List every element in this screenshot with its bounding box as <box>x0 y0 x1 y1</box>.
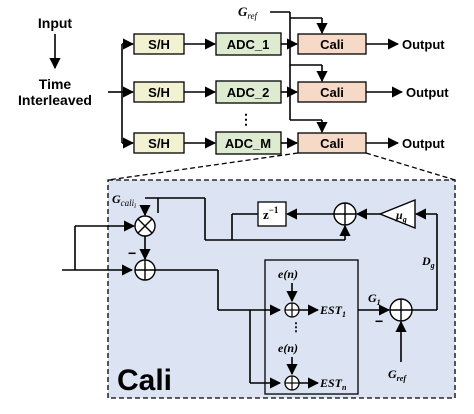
sh-label-2: S/H <box>148 85 170 100</box>
dg-label: Dg <box>421 254 435 270</box>
adc-label-1: ADC_1 <box>227 37 270 52</box>
cali-label-3: Cali <box>320 136 344 151</box>
gref-label-top: Gref <box>238 4 259 21</box>
g1-label: G1 <box>368 291 381 307</box>
detail-title: Cali <box>117 364 172 397</box>
time-label-line2: Interleaved <box>18 92 92 108</box>
input-label: Input <box>38 15 73 31</box>
est-vertical-dots: ⋮ <box>290 320 302 334</box>
minus-sign-adder1: − <box>128 245 136 261</box>
cali-label-2: Cali <box>320 85 344 100</box>
cali-label-1: Cali <box>320 37 344 52</box>
zoom-line-right <box>365 152 456 181</box>
output-label-3: Output <box>402 136 445 151</box>
gcali-label: Gcalii <box>112 192 136 210</box>
sh-label-1: S/H <box>148 37 170 52</box>
estimator-box <box>264 259 359 395</box>
output-label-2: Output <box>406 85 449 100</box>
delay-block <box>257 201 287 227</box>
adc-ellipsis: ⋮ <box>239 111 253 127</box>
sh-label-3: S/H <box>148 136 170 151</box>
mu-label: μg <box>395 208 407 224</box>
time-label-line1: Time <box>39 76 72 92</box>
delay-label: z−1 <box>263 205 279 222</box>
estn-label: ESTn <box>319 376 347 392</box>
adc-label-2: ADC_2 <box>227 85 270 100</box>
zoom-line-left <box>107 152 299 181</box>
e-label-2: e(n) <box>278 341 298 355</box>
adc-label-3: ADC_M <box>225 136 271 151</box>
e-label-1: e(n) <box>278 267 298 281</box>
gref2-label: Gref <box>388 367 407 383</box>
est1-label: EST1 <box>319 303 346 319</box>
mult-cross-b <box>137 218 153 234</box>
minus-sign-adder3: − <box>375 313 383 329</box>
output-label-1: Output <box>402 37 445 52</box>
